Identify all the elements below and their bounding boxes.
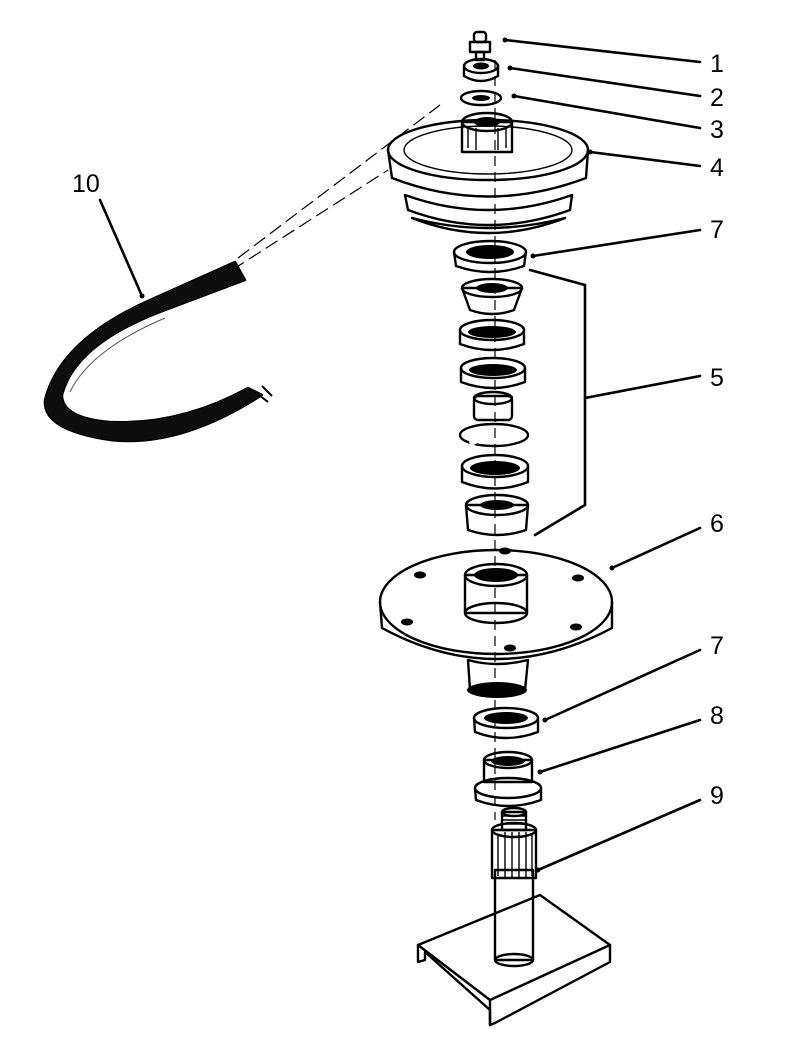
belt xyxy=(43,104,441,443)
callout-2: 2 xyxy=(710,84,724,112)
leader-lines xyxy=(98,37,702,873)
spindle-housing xyxy=(378,547,614,698)
belt-path-upper xyxy=(237,104,441,259)
bearing-cup-lower xyxy=(472,706,540,740)
bearing-cup-upper xyxy=(452,239,528,274)
callout-9: 9 xyxy=(710,782,724,810)
callout-7-lower: 7 xyxy=(710,632,724,660)
callout-4: 4 xyxy=(710,154,724,182)
seal-spacer xyxy=(473,750,543,808)
callout-1: 1 xyxy=(710,50,724,78)
washer xyxy=(459,89,503,107)
belt-path-lower xyxy=(231,169,389,271)
spindle-shaft xyxy=(416,806,612,1027)
callout-3: 3 xyxy=(710,116,724,144)
callout-5: 5 xyxy=(710,364,724,392)
callout-10: 10 xyxy=(72,170,100,198)
grease-fitting xyxy=(468,30,492,62)
callout-6: 6 xyxy=(710,510,724,538)
bearing-stack xyxy=(458,268,587,537)
callout-8: 8 xyxy=(710,702,724,730)
nut xyxy=(462,57,500,83)
callout-7-upper: 7 xyxy=(710,216,724,244)
pulley xyxy=(386,111,590,235)
